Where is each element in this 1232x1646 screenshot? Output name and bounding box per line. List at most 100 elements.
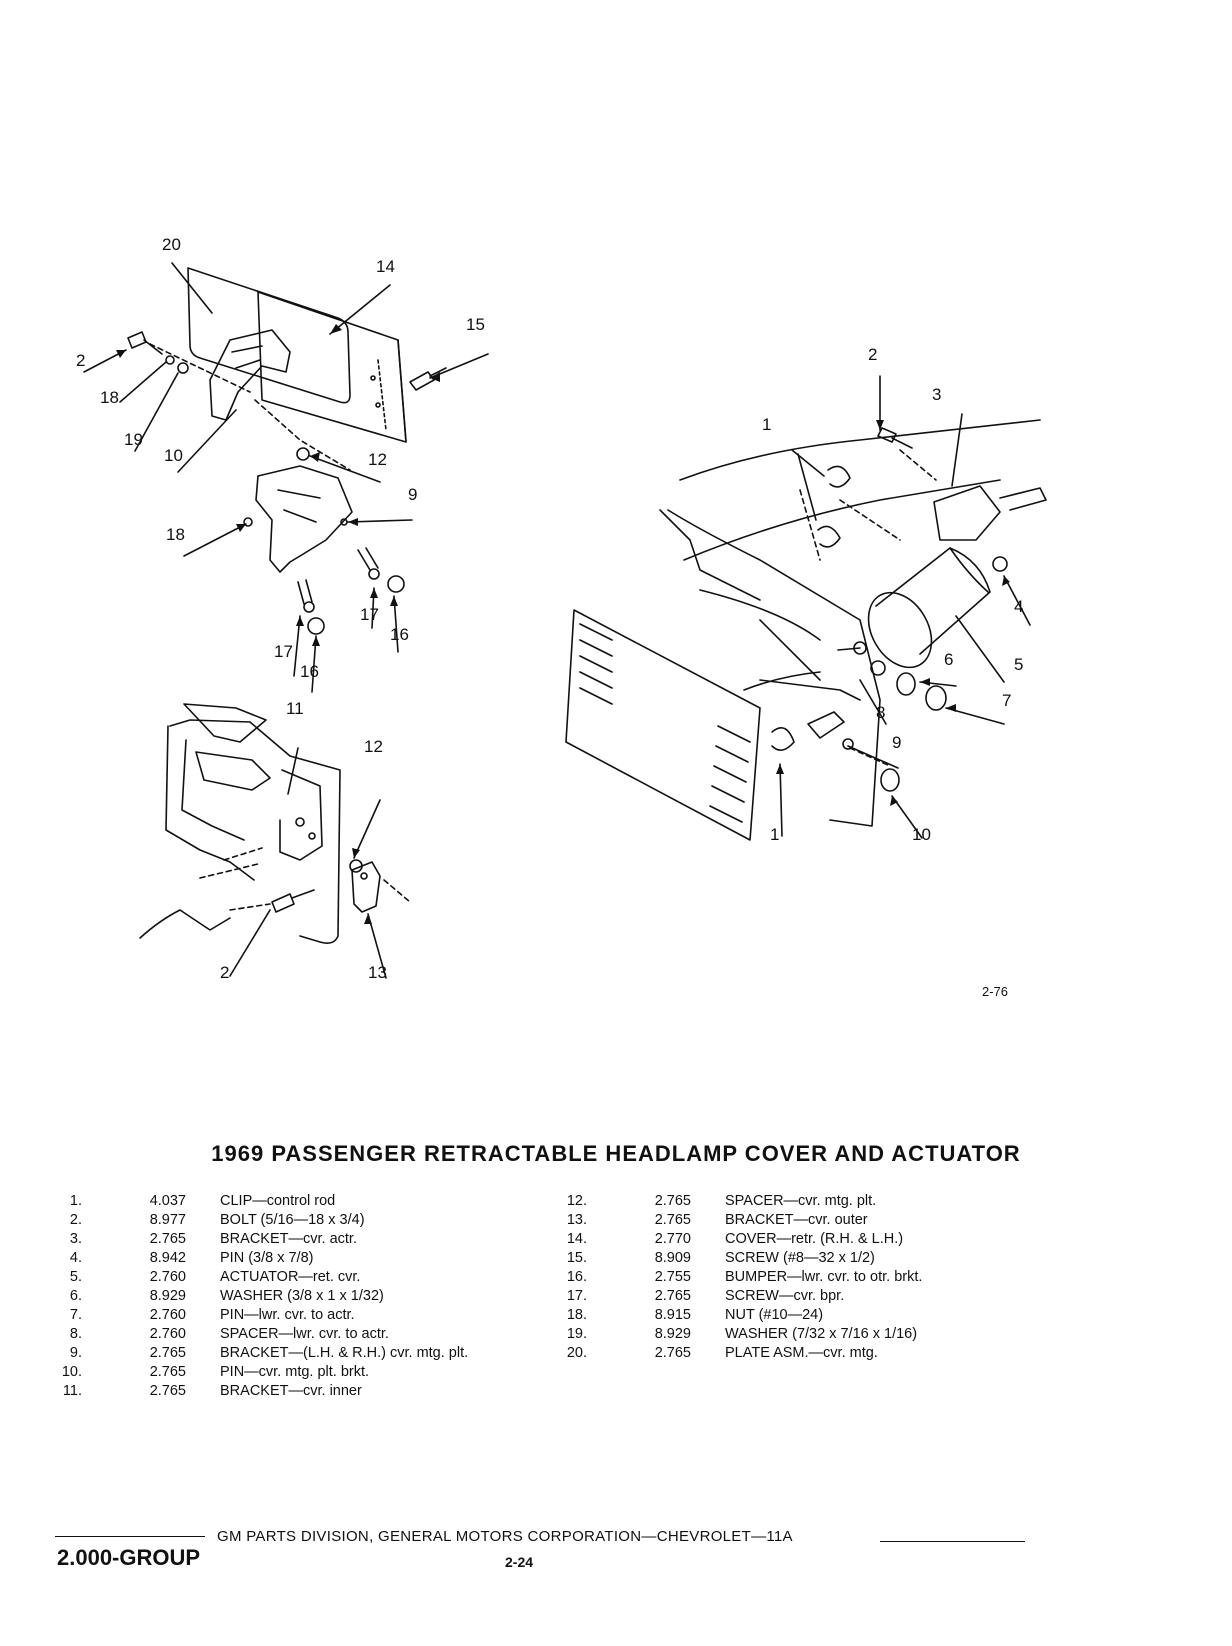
part-number: 15.	[566, 1250, 587, 1266]
part-description: PIN (3/8 x 7/8)	[220, 1250, 314, 1266]
part-group-code: 8.929	[654, 1326, 691, 1342]
part-group-code: 8.929	[149, 1288, 186, 1304]
callout-number: 18	[100, 388, 119, 407]
part-row: 13. 2.765 BRACKET—cvr. outer	[545, 1211, 922, 1230]
part-row: 6. 8.929 WASHER (3/8 x 1 x 1/32)	[40, 1287, 468, 1306]
part-group-code: 2.765	[149, 1383, 186, 1399]
callout-number: 16	[390, 625, 409, 644]
part-number: 6.	[69, 1288, 82, 1304]
part-number: 18.	[566, 1307, 587, 1323]
callout-number: 9	[408, 485, 417, 504]
part-number: 16.	[566, 1269, 587, 1285]
inner-bracket-drawing	[139, 703, 411, 944]
part-description: PIN—cvr. mtg. plt. brkt.	[220, 1364, 370, 1380]
part-row: 16. 2.755 BUMPER—lwr. cvr. to otr. brkt.	[545, 1268, 923, 1287]
callout-number: 2	[76, 351, 85, 370]
part-description: COVER—retr. (R.H. & L.H.)	[725, 1231, 904, 1247]
callout-number: 11	[286, 699, 304, 718]
callout-number: 2	[868, 345, 877, 364]
part-group-code: 2.765	[654, 1212, 691, 1228]
part-description: PLATE ASM.—cvr. mtg.	[725, 1345, 878, 1361]
part-row: 10. 2.765 PIN—cvr. mtg. plt. brkt.	[40, 1363, 468, 1382]
part-group-code: 2.755	[654, 1269, 691, 1285]
part-number: 11.	[62, 1383, 82, 1399]
part-group-code: 8.915	[654, 1307, 691, 1323]
part-group-code: 2.765	[654, 1288, 691, 1304]
callout-number: 8	[876, 703, 885, 722]
part-group-code: 8.977	[149, 1212, 186, 1228]
part-number: 20.	[566, 1345, 587, 1361]
callout-number: 20	[162, 235, 181, 254]
part-group-code: 2.760	[149, 1326, 186, 1342]
part-description: ACTUATOR—ret. cvr.	[220, 1269, 361, 1285]
footer-rule-left	[55, 1536, 205, 1537]
callout-number: 4	[1014, 597, 1023, 616]
part-row: 18. 8.915 NUT (#10—24)	[545, 1306, 922, 1325]
callout-number: 15	[466, 315, 485, 334]
part-number: 9.	[69, 1345, 82, 1361]
callout-arrowheads	[116, 324, 1010, 924]
actuator-assembly-drawing	[565, 419, 1047, 841]
callout-number: 1	[762, 415, 771, 434]
callout-number: 12	[368, 450, 387, 469]
part-number: 3.	[69, 1231, 82, 1247]
callout-number: 12	[364, 737, 383, 756]
callout-number: 17	[274, 642, 293, 661]
part-description: BRACKET—cvr. outer	[725, 1212, 868, 1228]
part-description: BUMPER—lwr. cvr. to otr. brkt.	[725, 1269, 923, 1285]
part-row: 9. 2.765 BRACKET—(L.H. & R.H.) cvr. mtg. p…	[40, 1344, 468, 1363]
part-group-code: 2.765	[149, 1231, 186, 1247]
callout-number: 9	[892, 733, 901, 752]
callout-number: 6	[944, 650, 953, 669]
callout-number: 14	[376, 257, 395, 276]
part-group-code: 2.760	[149, 1269, 186, 1285]
part-description: WASHER (3/8 x 1 x 1/32)	[220, 1288, 384, 1304]
part-group-code: 2.765	[149, 1364, 186, 1380]
callout-number: 3	[932, 385, 941, 404]
callout-number: 13	[368, 963, 387, 982]
part-group-code: 8.909	[654, 1250, 691, 1266]
part-number: 13.	[566, 1212, 587, 1228]
part-group-code: 8.942	[149, 1250, 186, 1266]
part-description: WASHER (7/32 x 7/16 x 1/16)	[725, 1326, 918, 1342]
part-number: 1.	[69, 1193, 82, 1209]
part-group-code: 2.765	[149, 1345, 186, 1361]
part-number: 2.	[69, 1212, 82, 1228]
callout-number: 1	[770, 825, 779, 844]
part-number: 10.	[61, 1364, 82, 1380]
part-description: CLIP—control rod	[220, 1193, 336, 1209]
cover-assembly-drawing	[127, 267, 447, 635]
callout-leaders	[83, 262, 1031, 979]
part-description: BRACKET—(L.H. & R.H.) cvr. mtg. plt.	[220, 1345, 469, 1361]
footer-rule-right	[880, 1541, 1025, 1542]
callout-number: 17	[360, 605, 379, 624]
part-number: 4.	[69, 1250, 82, 1266]
callout-number: 19	[124, 430, 143, 449]
part-description: NUT (#10—24)	[725, 1307, 824, 1323]
callout-number: 18	[166, 525, 185, 544]
group-label: 2.000-GROUP	[57, 1545, 201, 1570]
part-description: SPACER—lwr. cvr. to actr.	[220, 1326, 389, 1342]
division-label: GM PARTS DIVISION, GENERAL MOTORS CORPOR…	[217, 1528, 793, 1545]
callout-number: 10	[912, 825, 931, 844]
part-group-code: 2.760	[149, 1307, 186, 1323]
page-number: 2-24	[505, 1554, 534, 1570]
part-group-code: 2.770	[654, 1231, 691, 1247]
part-number: 12.	[566, 1193, 587, 1209]
part-number: 17.	[566, 1288, 587, 1304]
part-description: PIN—lwr. cvr. to actr.	[220, 1307, 355, 1323]
